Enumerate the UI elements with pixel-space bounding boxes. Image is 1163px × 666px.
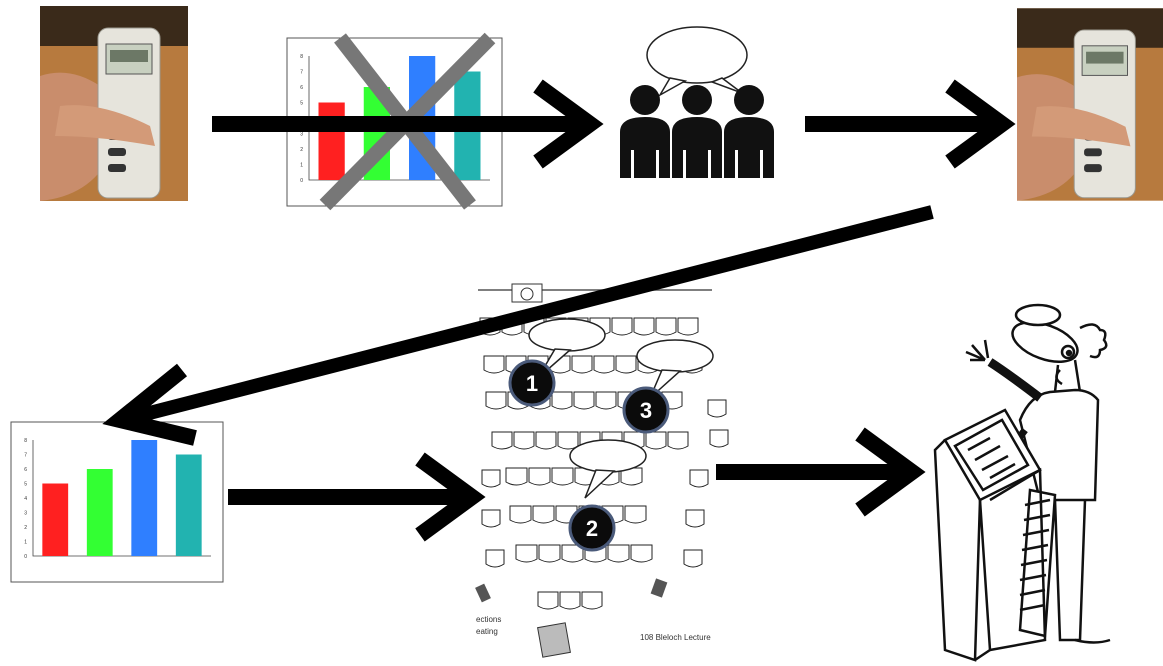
y-tick-label: 1 (24, 540, 27, 546)
chart-bar-1 (318, 102, 345, 180)
seat (685, 509, 705, 528)
seat (481, 509, 501, 528)
seat (505, 467, 528, 486)
seat (581, 591, 603, 610)
seat (593, 355, 615, 374)
number-badge-1: 1 (508, 359, 556, 407)
y-tick-label: 3 (24, 511, 27, 517)
y-tick-label: 8 (24, 438, 27, 444)
seat (689, 469, 709, 488)
lecturer-at-podium-icon (933, 303, 1111, 662)
seat (559, 591, 581, 610)
seat (620, 467, 643, 486)
y-tick-label: 5 (24, 482, 27, 488)
seat (683, 549, 703, 568)
clicker-remote-icon (1017, 8, 1163, 201)
seat (551, 467, 574, 486)
clicker-remote-icon (40, 6, 188, 201)
seat (667, 431, 689, 450)
seat (551, 391, 573, 410)
arrow-hall-to-lecturer (716, 427, 926, 517)
seat (509, 505, 532, 524)
hall-caption-left-bottom: eating (476, 627, 498, 636)
arrow-clicker-to-discussion (212, 79, 604, 169)
y-tick-label: 3 (300, 132, 303, 138)
group-discussion-icon (620, 26, 774, 178)
y-tick-label: 2 (24, 525, 27, 531)
seat (607, 544, 630, 563)
seat (513, 431, 535, 450)
seat (483, 355, 505, 374)
seat (633, 317, 655, 336)
speech-bubble-icon (646, 26, 748, 98)
seat (615, 355, 637, 374)
chart-bar-1 (42, 483, 69, 556)
y-tick-label: 6 (300, 85, 303, 91)
y-tick-label: 2 (300, 147, 303, 153)
chart-bar-4 (175, 454, 202, 556)
bar-chart-icon: 0 1 2 3 4 5 6 7 8 (10, 421, 224, 583)
badge-label: 2 (586, 516, 598, 541)
y-tick-label: 0 (300, 178, 303, 184)
number-badge-2: 2 (568, 504, 616, 552)
seat (481, 469, 501, 488)
flow-arrows (102, 79, 1016, 542)
seat (571, 355, 593, 374)
speech-bubble-icon (569, 439, 647, 499)
seat (595, 391, 617, 410)
chart-bar-3 (131, 440, 158, 556)
seat (630, 544, 653, 563)
seat (561, 544, 584, 563)
y-tick-label: 5 (300, 101, 303, 107)
seat (538, 544, 561, 563)
hall-caption-left-top: ections (476, 615, 501, 624)
arrow-clicker-to-results (102, 205, 934, 446)
y-tick-label: 7 (24, 453, 27, 459)
seat (537, 591, 559, 610)
y-tick-label: 0 (24, 554, 27, 560)
seat (491, 431, 513, 450)
hall-caption-right: 108 Bleloch Lecture (640, 633, 711, 642)
seat (655, 317, 677, 336)
y-tick-label: 4 (24, 496, 27, 502)
badge-label: 1 (526, 371, 538, 396)
badge-label: 3 (640, 398, 652, 423)
chart-bar-2 (86, 469, 113, 556)
seat (677, 317, 699, 336)
seat (532, 505, 555, 524)
arrow-results-to-hall (228, 452, 486, 542)
seat (557, 431, 579, 450)
arrow-discussion-to-clicker (805, 79, 1016, 169)
seat (485, 391, 507, 410)
number-badge-3: 3 (622, 386, 670, 434)
results-chart-shown: 0 1 2 3 4 5 6 7 8 (24, 438, 211, 560)
seat (624, 505, 647, 524)
seat (707, 399, 727, 418)
y-tick-label: 7 (300, 70, 303, 76)
seat (645, 431, 667, 450)
seat (611, 317, 633, 336)
y-tick-label: 6 (24, 467, 27, 473)
y-tick-label: 1 (300, 163, 303, 169)
seat (485, 549, 505, 568)
y-tick-label: 8 (300, 54, 303, 60)
seat (528, 467, 551, 486)
seat (515, 544, 538, 563)
seat (709, 429, 729, 448)
seat (573, 391, 595, 410)
seat (535, 431, 557, 450)
